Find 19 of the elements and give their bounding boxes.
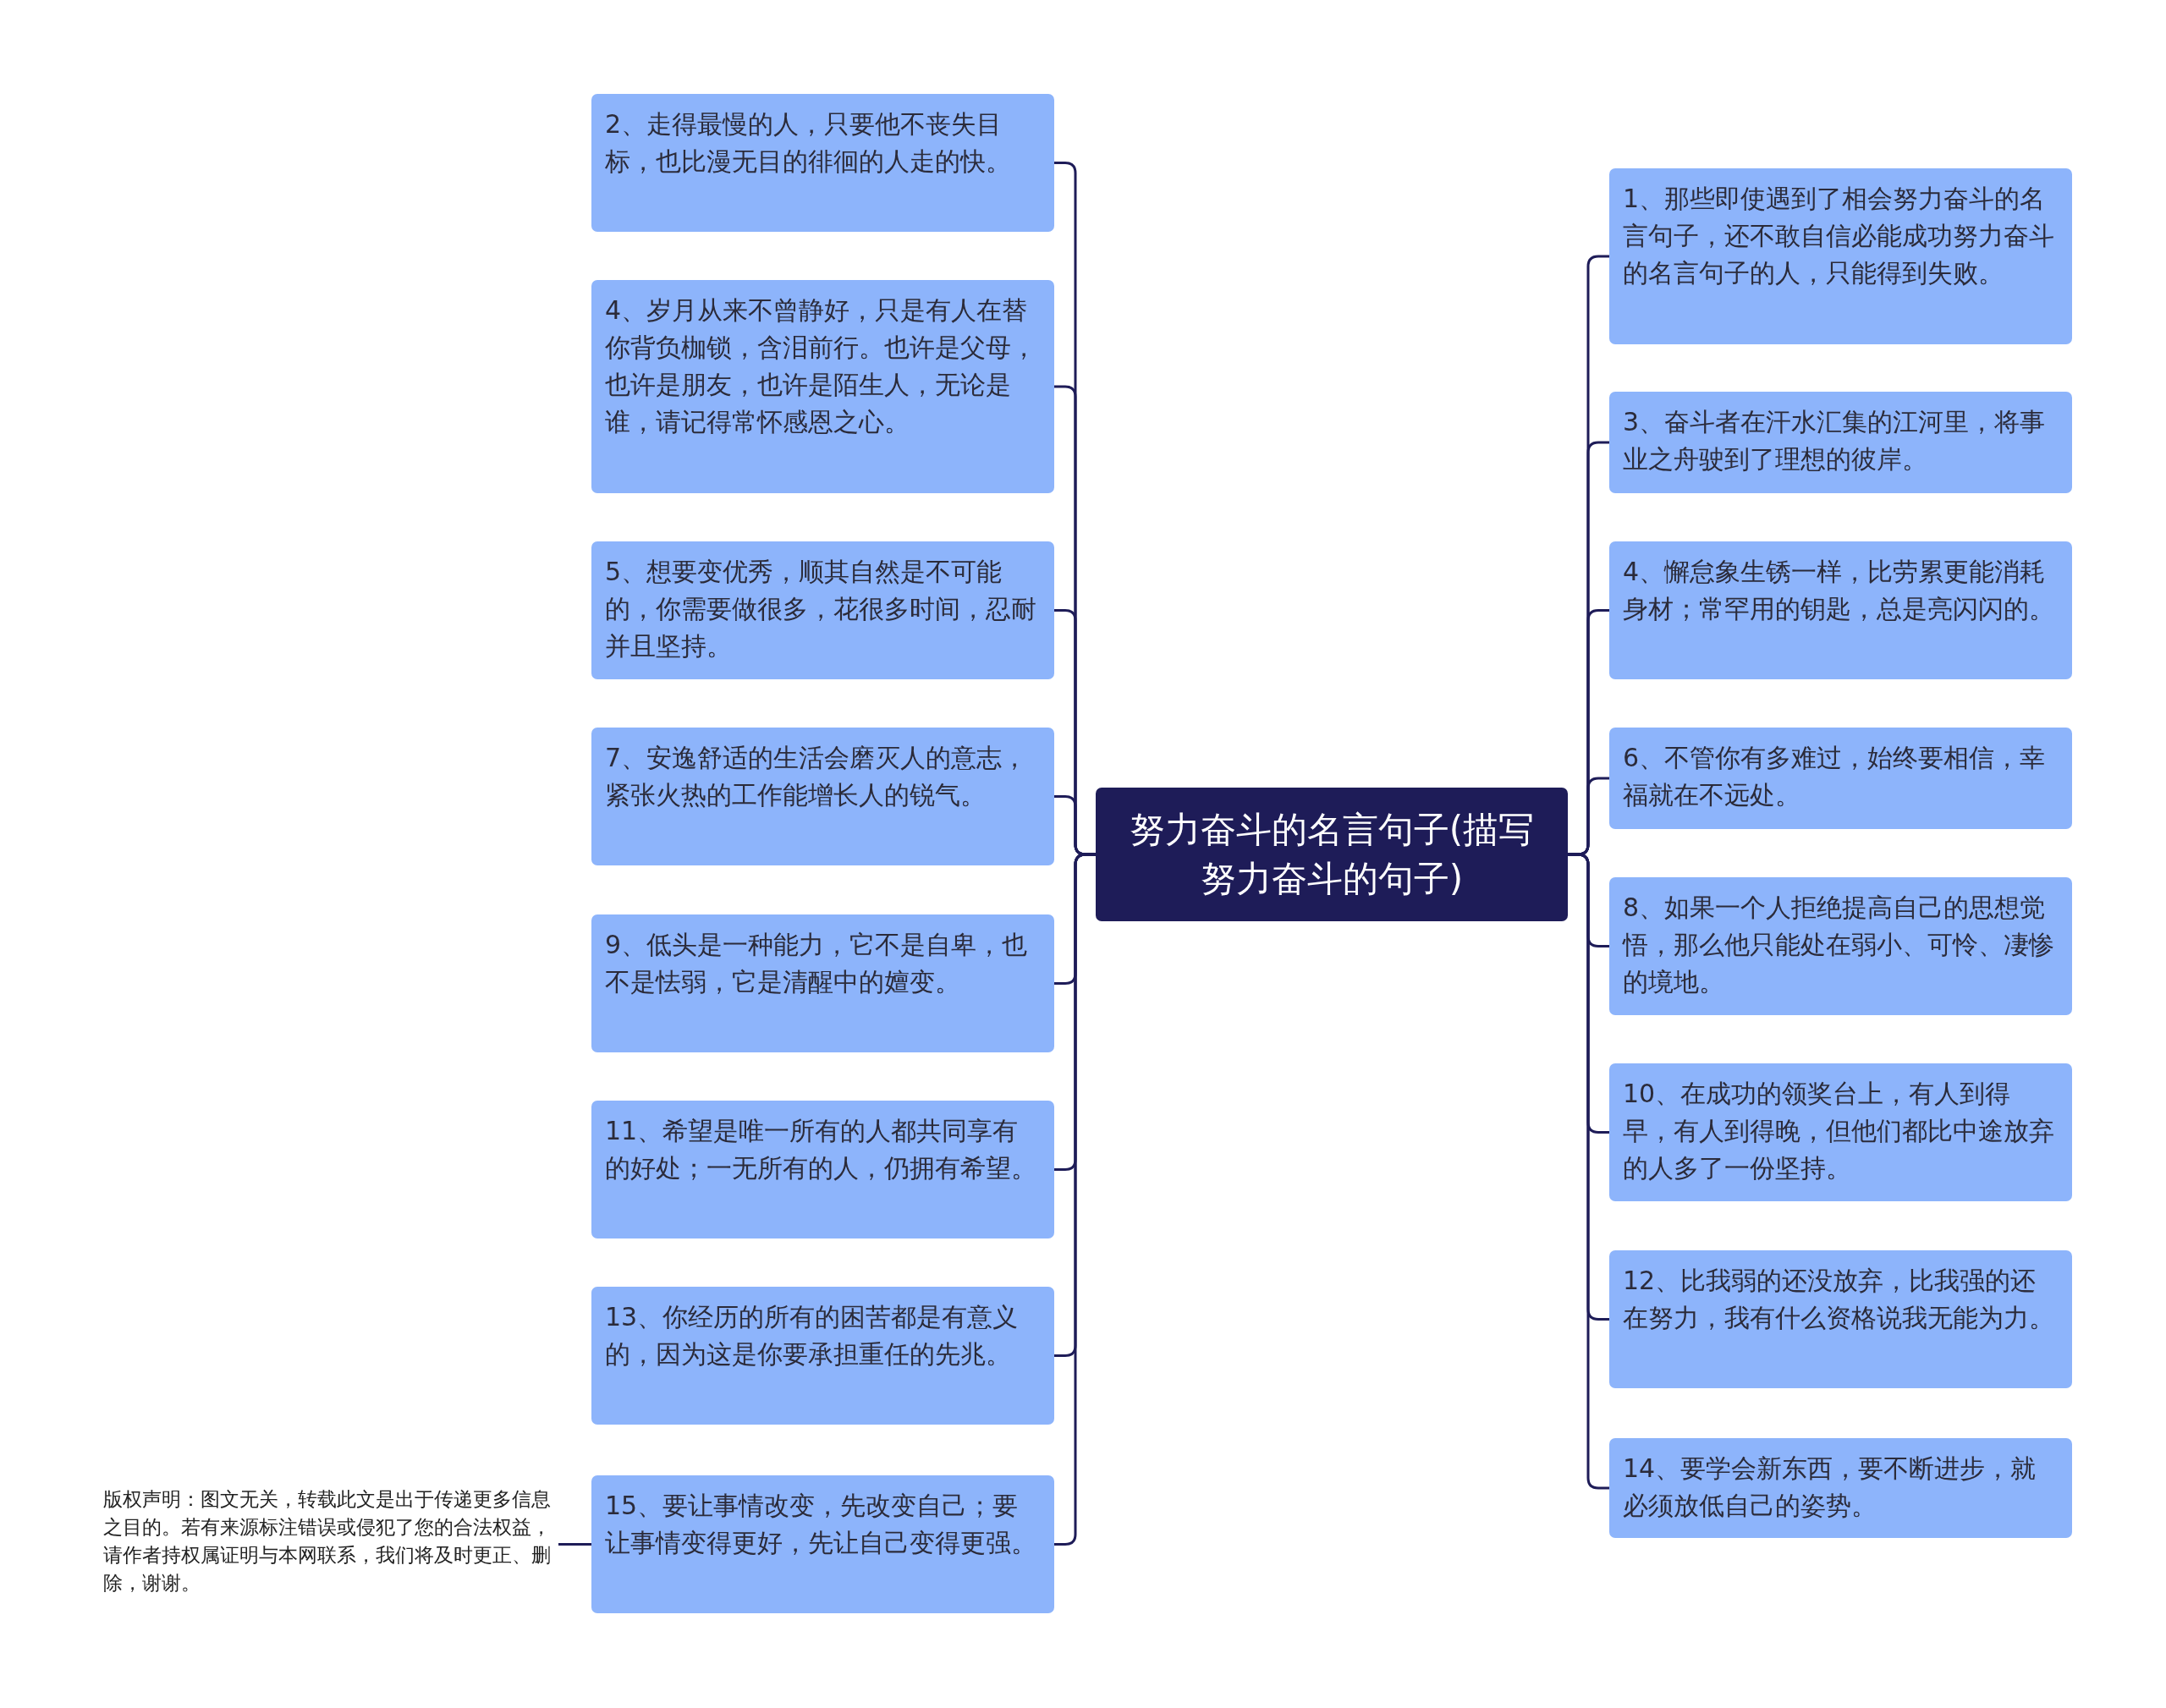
- quote-box: 13、你经历的所有的困苦都是有意义的，因为这是你要承担重任的先兆。: [591, 1287, 1054, 1425]
- quote-box: 5、想要变优秀，顺其自然是不可能的，你需要做很多，花很多时间，忍耐并且坚持。: [591, 541, 1054, 679]
- leader-line: [558, 1543, 591, 1546]
- quote-box: 2、走得最慢的人，只要他不丧失目标，也比漫无目的徘徊的人走的快。: [591, 94, 1054, 232]
- quote-box: 12、比我弱的还没放弃，比我强的还在努力，我有什么资格说我无能为力。: [1609, 1250, 2072, 1388]
- quote-box: 6、不管你有多难过，始终要相信，幸福就在不远处。: [1609, 728, 2072, 829]
- quote-box: 7、安逸舒适的生活会磨灭人的意志，紧张火热的工作能增长人的锐气。: [591, 728, 1054, 865]
- quote-box: 1、那些即使遇到了相会努力奋斗的名言句子，还不敢自信必能成功努力奋斗的名言句子的人，只能得到失败。: [1609, 168, 2072, 344]
- quote-box: 4、岁月从来不曾静好，只是有人在替你背负枷锁，含泪前行。也许是父母，也许是朋友，也许是陌生人，无论是谁，请记得常怀感恩之心。: [591, 280, 1054, 493]
- topic-box: 努力奋斗的名言句子(描写努力奋斗的句子): [1096, 788, 1568, 921]
- quote-box: 10、在成功的领奖台上，有人到得早，有人到得晚，但他们都比中途放弃的人多了一份坚持。: [1609, 1063, 2072, 1201]
- quote-box: 15、要让事情改变，先改变自己；要让事情变得更好，先让自己变得更强。: [591, 1475, 1054, 1613]
- quote-box: 9、低头是一种能力，它不是自卑，也不是怯弱，它是清醒中的嬗变。: [591, 914, 1054, 1052]
- quote-box: 14、要学会新东西，要不断进步，就必须放低自己的姿势。: [1609, 1438, 2072, 1538]
- copyright-note: 版权声明：图文无关，转载此文是出于传递更多信息之目的。若有来源标注错误或侵犯了您的合法权益，请作者持权属证明与本网联系，我们将及时更正、删除，谢谢。: [103, 1486, 552, 1597]
- quote-box: 8、如果一个人拒绝提高自己的思想觉悟，那么他只能处在弱小、可怜、凄惨的境地。: [1609, 877, 2072, 1015]
- quote-box: 4、懈怠象生锈一样，比劳累更能消耗身材；常罕用的钥匙，总是亮闪闪的。: [1609, 541, 2072, 679]
- quote-box: 3、奋斗者在汗水汇集的江河里，将事业之舟驶到了理想的彼岸。: [1609, 392, 2072, 493]
- quote-box: 11、希望是唯一所有的人都共同享有的好处；一无所有的人，仍拥有希望。: [591, 1101, 1054, 1238]
